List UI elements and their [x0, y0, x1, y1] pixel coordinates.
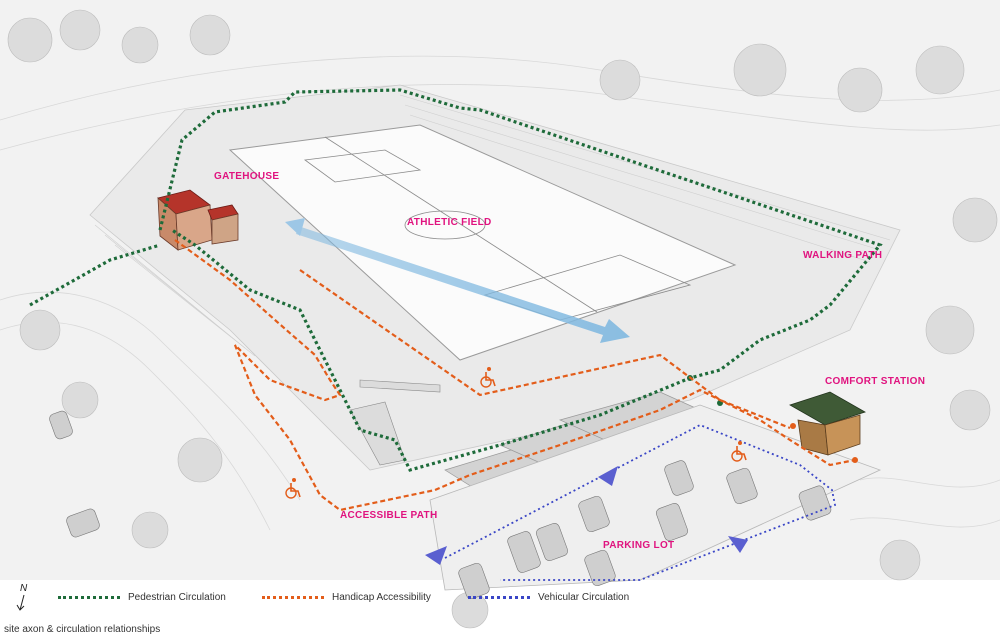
label-accessible-path: ACCESSIBLE PATH: [340, 510, 438, 521]
north-arrow-icon: [16, 594, 25, 611]
north-label: N: [20, 583, 28, 594]
vehicular-arrow: [728, 536, 748, 553]
vehicular-arrow: [598, 466, 618, 486]
trees: [7, 9, 998, 629]
label-gatehouse: GATEHOUSE: [214, 171, 280, 182]
legend-label-handicap: Handicap Accessibility: [332, 591, 431, 603]
legend-vehicular: Vehicular Circulation: [468, 590, 629, 604]
legend-label-vehicular: Vehicular Circulation: [538, 591, 630, 603]
comfort-station-building: [789, 391, 866, 456]
pedestrian-circulation-path: [29, 88, 883, 472]
stairs: [349, 379, 441, 466]
legend-swatch-handicap: [262, 595, 324, 599]
figure-caption: site axon & circulation relationships: [4, 624, 161, 635]
label-athletic-field: ATHLETIC FIELD: [407, 217, 492, 228]
handicap-node: [790, 423, 796, 429]
athletic-field: [228, 124, 737, 361]
accessibility-icon: [480, 367, 496, 388]
bleacher-rows: [94, 94, 891, 357]
accessibility-icon: [731, 441, 747, 462]
label-comfort-station: COMFORT STATION: [825, 376, 926, 387]
vehicular-circulation-path: [444, 424, 837, 581]
legend-label-pedestrian: Pedestrian Circulation: [128, 591, 226, 603]
handicap-node: [852, 457, 858, 463]
legend-swatch-pedestrian: [58, 595, 120, 599]
legend-pedestrian: Pedestrian Circulation: [58, 590, 226, 604]
parked-cars: [49, 410, 832, 600]
vehicular-arrow: [425, 546, 447, 565]
label-parking-lot: PARKING LOT: [603, 540, 675, 551]
planters: [444, 391, 701, 496]
field-flow-arrow: [285, 218, 630, 343]
accessibility-icon: [285, 478, 301, 499]
label-walking-path: WALKING PATH: [803, 250, 883, 261]
legend-swatch-vehicular: [468, 595, 530, 599]
legend-handicap: Handicap Accessibility: [262, 590, 431, 604]
handicap-accessibility-path: [174, 239, 856, 512]
